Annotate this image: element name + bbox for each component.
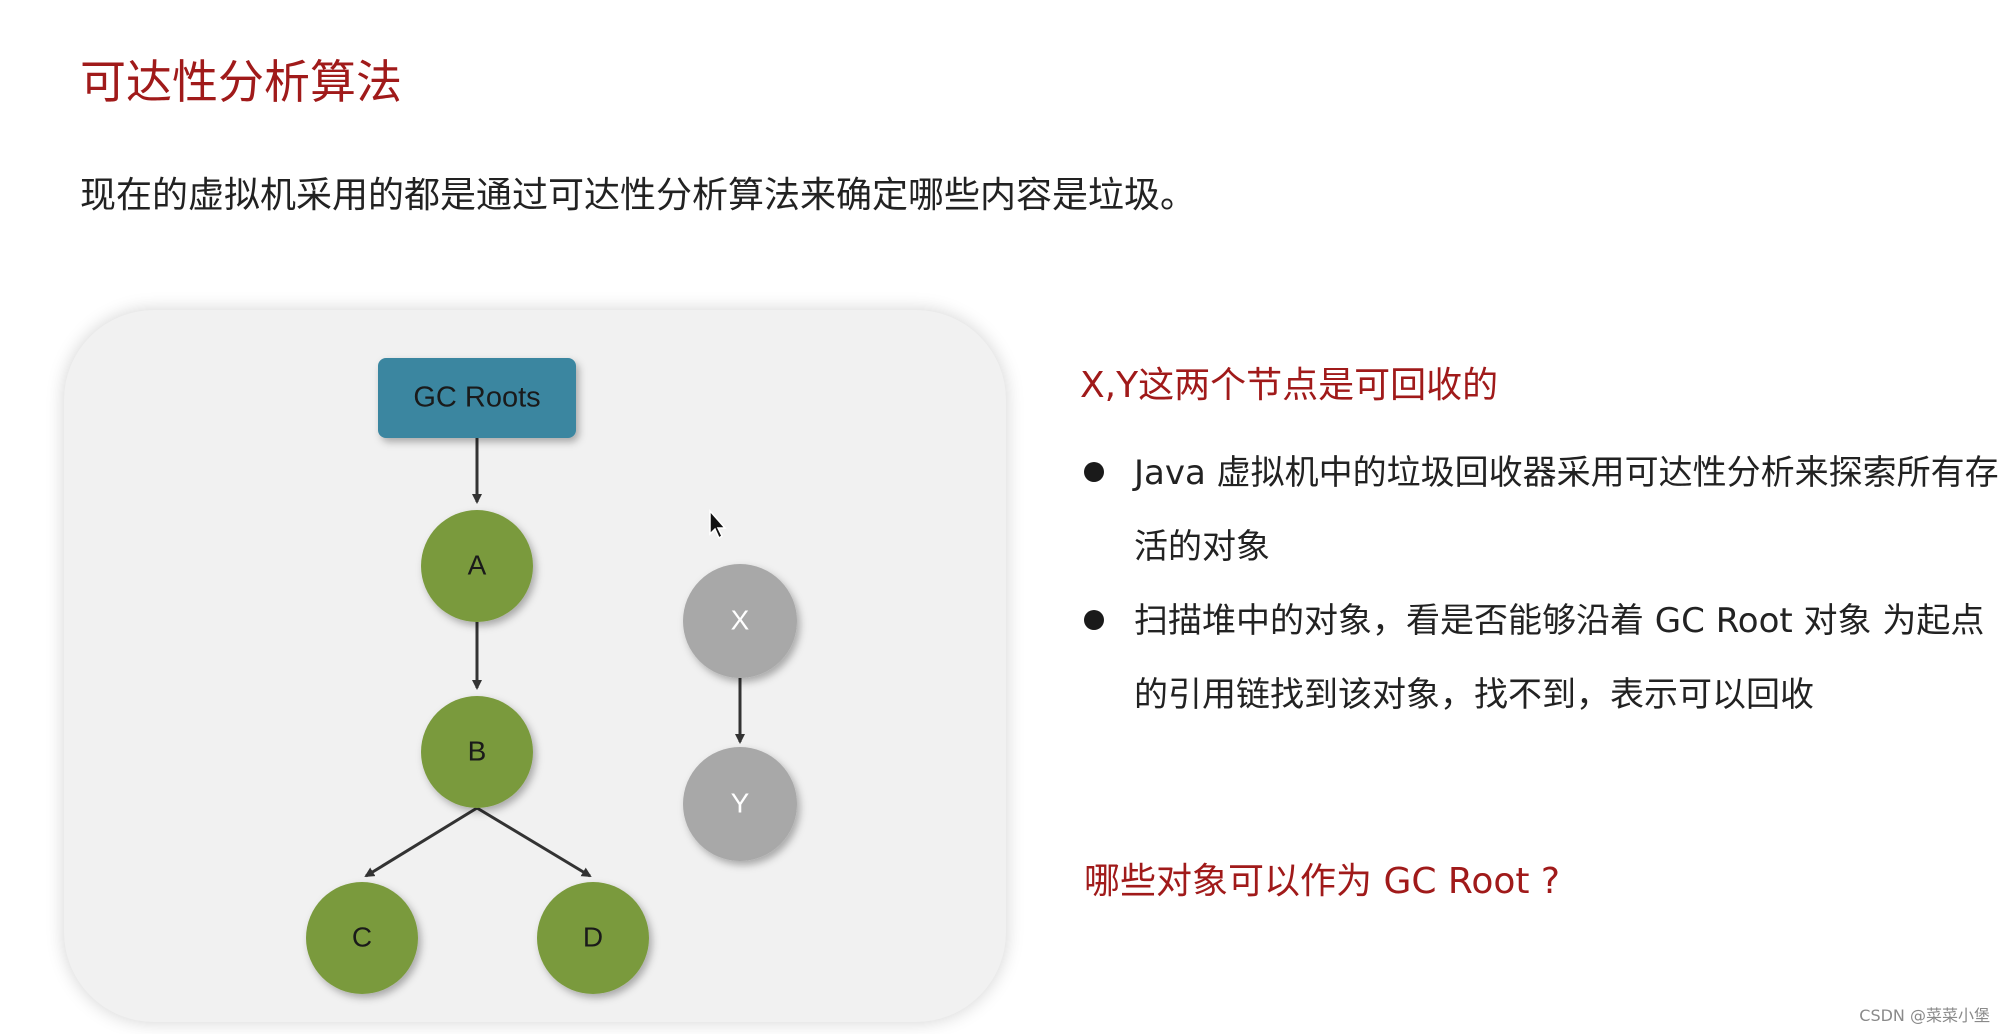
intro-text: 现在的虚拟机采用的都是通过可达性分析算法来确定哪些内容是垃圾。: [80, 175, 1197, 216]
watermark: CSDN @菜菜小堡: [1859, 1006, 1990, 1025]
question-text: 哪些对象可以作为 GC Root ?: [1084, 861, 1561, 902]
diagram-panel: [64, 310, 1006, 1022]
bullet-dot-icon: [1084, 610, 1104, 630]
bullet-item: Java 虚拟机中的垃圾回收器采用可达性分析来探索所有存活的对象: [1080, 436, 2000, 584]
bullet-text: 扫描堆中的对象，看是否能够沿着 GC Root 对象 为起点的引用链找到该对象，…: [1134, 601, 1985, 715]
bullet-item: 扫描堆中的对象，看是否能够沿着 GC Root 对象 为起点的引用链找到该对象，…: [1080, 584, 2000, 732]
bullet-dot-icon: [1084, 462, 1104, 482]
side-heading: X,Y这两个节点是可回收的: [1080, 365, 1499, 406]
slide-title: 可达性分析算法: [80, 55, 402, 109]
explanation-panel: X,Y这两个节点是可回收的 Java 虚拟机中的垃圾回收器采用可达性分析来探索所…: [1080, 356, 2000, 732]
bullet-list: Java 虚拟机中的垃圾回收器采用可达性分析来探索所有存活的对象 扫描堆中的对象…: [1080, 436, 2000, 732]
bullet-text: Java 虚拟机中的垃圾回收器采用可达性分析来探索所有存活的对象: [1134, 453, 1999, 567]
